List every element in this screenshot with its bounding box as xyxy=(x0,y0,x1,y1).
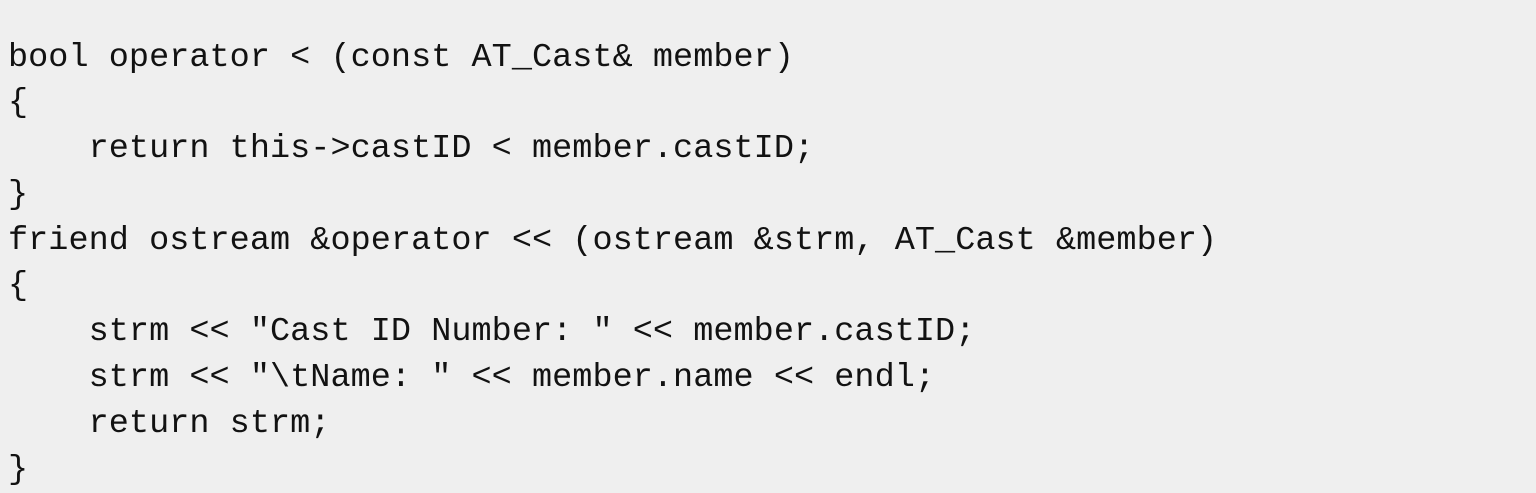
code-line: return this->castID < member.castID; xyxy=(8,127,1536,173)
code-line: strm << "Cast ID Number: " << member.cas… xyxy=(8,310,1536,356)
code-line: strm << "\tName: " << member.name << end… xyxy=(8,356,1536,402)
code-content: bool operator < (const AT_Cast& member){… xyxy=(8,36,1536,493)
code-line: { xyxy=(8,264,1536,310)
code-block: bool operator < (const AT_Cast& member){… xyxy=(0,34,1536,490)
code-line: friend ostream &operator << (ostream &st… xyxy=(8,219,1536,265)
code-line: return strm; xyxy=(8,402,1536,448)
code-line: bool operator < (const AT_Cast& member) xyxy=(8,36,1536,82)
code-line: } xyxy=(8,448,1536,493)
code-line: { xyxy=(8,81,1536,127)
code-line: } xyxy=(8,173,1536,219)
